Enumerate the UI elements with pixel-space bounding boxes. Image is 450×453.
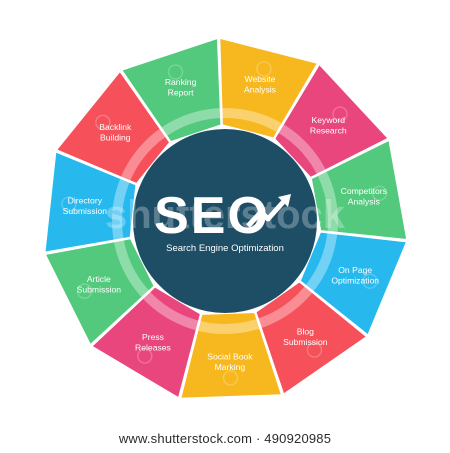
- segment-label-line: Submission: [283, 337, 328, 347]
- segment-label-line: Press: [142, 332, 164, 342]
- segment-label-line: Submission: [77, 284, 122, 294]
- segment-label-line: Website: [245, 74, 276, 84]
- folder-icon: [61, 196, 77, 212]
- inner-ring: [112, 108, 338, 334]
- segment-label-line: On Page: [338, 265, 372, 275]
- pen-icon: [306, 342, 323, 358]
- segment-backlink-building: [55, 69, 171, 185]
- segment-label-line: Keyword: [312, 115, 346, 125]
- link-icon: [95, 114, 111, 131]
- segment-label-line: Report: [168, 87, 194, 97]
- watermark-text: shutterstock: [105, 193, 346, 237]
- footer-url: www.shutterstock.com · 490920985: [118, 431, 332, 446]
- gear-icon: [362, 273, 378, 289]
- segment-label-line: Blog: [297, 327, 314, 337]
- magnifier-icon: [256, 61, 272, 77]
- seo-subtitle: Search Engine Optimization: [166, 243, 284, 254]
- report-icon: [167, 64, 184, 80]
- segment-label-line: Backlink: [99, 122, 132, 132]
- segment-blog-submission: [254, 280, 369, 396]
- seo-logo-text: SEO: [154, 187, 270, 245]
- segment-label-line: Research: [310, 125, 347, 135]
- segment-label-line: Releases: [135, 342, 171, 352]
- segment-label-line: Ranking: [165, 77, 197, 87]
- chart-icon: [371, 185, 388, 201]
- segment-label-line: Optimization: [331, 275, 379, 285]
- segment-keyword-research: [273, 62, 390, 179]
- segment-social-book-marking: [179, 311, 283, 400]
- segment-label-line: Directory: [68, 196, 103, 206]
- segment-label-line: Marking: [215, 362, 246, 372]
- segment-label-line: Analysis: [244, 85, 276, 95]
- document-icon: [332, 106, 348, 122]
- center-circle: [133, 129, 317, 313]
- segment-label-line: Competitors: [341, 186, 387, 196]
- article-icon: [76, 283, 93, 299]
- segment-label-line: Analysis: [348, 196, 380, 206]
- segment-directory-submission: [43, 150, 137, 254]
- growth-arrow-icon: [246, 194, 291, 228]
- segment-label-line: Social Book: [207, 352, 253, 362]
- segment-website-analysis: [218, 37, 319, 140]
- segment-label-line: Building: [100, 133, 131, 143]
- bookmark-icon: [222, 370, 239, 386]
- segment-press-releases: [90, 285, 202, 400]
- segment-label-line: Submission: [63, 206, 108, 216]
- segment-label-line: Article: [87, 274, 111, 284]
- segment-competitors-analysis: [310, 138, 408, 241]
- segment-on-page-optimization: [299, 231, 408, 337]
- segment-article-submission: [43, 237, 156, 347]
- segment-ranking-report: [120, 37, 222, 143]
- megaphone-icon: [137, 348, 153, 364]
